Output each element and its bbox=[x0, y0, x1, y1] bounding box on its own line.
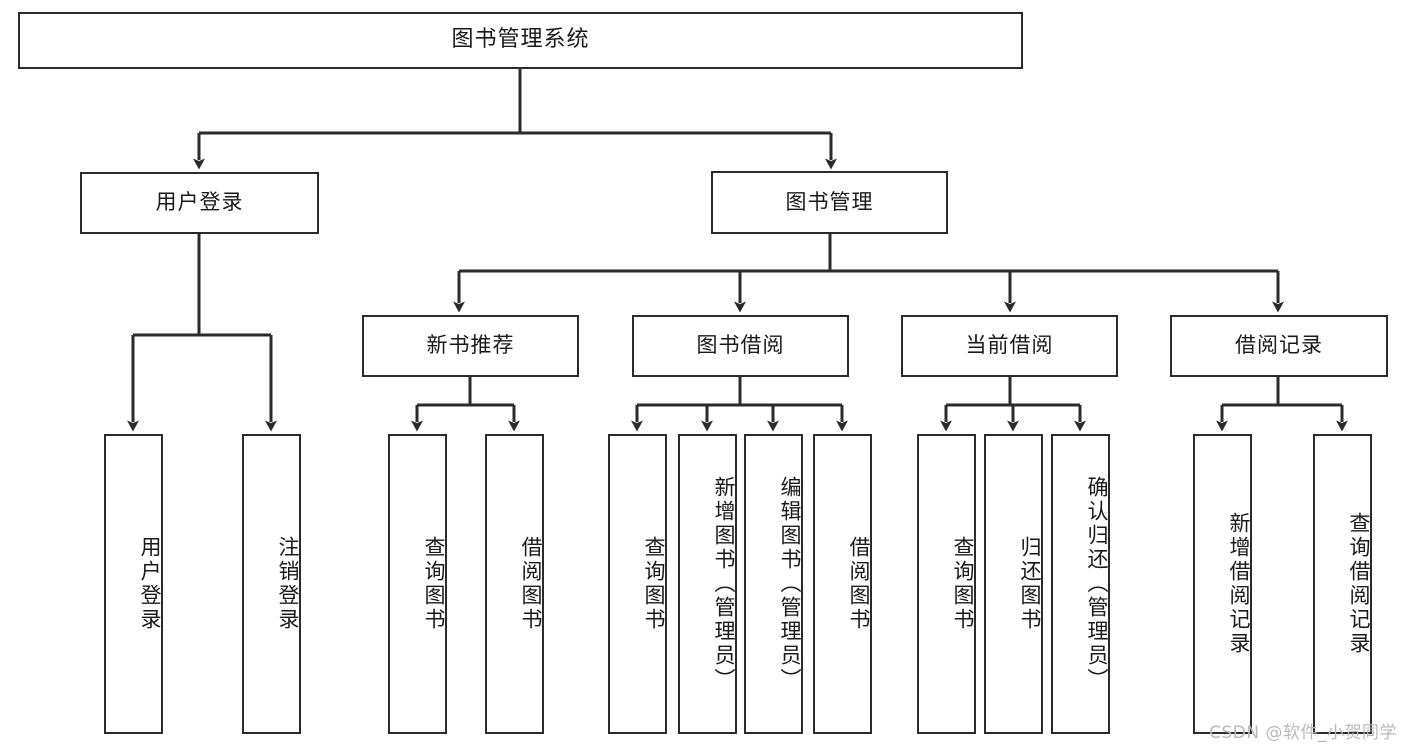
node-root[interactable]: 图书管理系统 bbox=[18, 12, 1023, 69]
node-leaf-borrow-book-label: 借阅图书 bbox=[847, 536, 871, 632]
node-new-book-recommend[interactable]: 新书推荐 bbox=[362, 315, 579, 377]
node-leaf-add-borrow-record[interactable]: 新增借阅记录 bbox=[1193, 434, 1252, 734]
node-new-book-recommend-label: 新书推荐 bbox=[426, 333, 515, 358]
node-leaf-edit-book-label: 编辑图书（管理员） bbox=[778, 476, 802, 692]
node-leaf-user-login[interactable]: 用户登录 bbox=[104, 434, 163, 734]
node-book-borrow-label: 图书借阅 bbox=[696, 333, 785, 358]
node-leaf-query-borrow-record-label: 查询借阅记录 bbox=[1347, 512, 1371, 656]
csdn-watermark: CSDN @软件_小贺同学 bbox=[1209, 723, 1397, 743]
node-leaf-return-book-label: 归还图书 bbox=[1018, 536, 1042, 632]
node-user-login[interactable]: 用户登录 bbox=[80, 172, 319, 234]
node-leaf-query-book-borrow[interactable]: 查询图书 bbox=[608, 434, 667, 734]
node-borrow-record[interactable]: 借阅记录 bbox=[1170, 315, 1388, 377]
node-leaf-borrow-book-recommend[interactable]: 借阅图书 bbox=[485, 434, 544, 734]
node-leaf-add-book-label: 新增图书（管理员） bbox=[712, 476, 736, 692]
node-leaf-borrow-book[interactable]: 借阅图书 bbox=[813, 434, 872, 734]
node-leaf-query-borrow-record[interactable]: 查询借阅记录 bbox=[1313, 434, 1372, 734]
node-leaf-add-book[interactable]: 新增图书（管理员） bbox=[678, 434, 737, 734]
node-leaf-query-book-recommend-label: 查询图书 bbox=[422, 536, 446, 632]
node-book-manage-label: 图书管理 bbox=[785, 189, 874, 214]
node-leaf-return-book[interactable]: 归还图书 bbox=[984, 434, 1043, 734]
node-current-borrow[interactable]: 当前借阅 bbox=[901, 315, 1118, 377]
node-leaf-query-book-current[interactable]: 查询图书 bbox=[917, 434, 976, 734]
node-leaf-query-book-recommend[interactable]: 查询图书 bbox=[388, 434, 447, 734]
node-leaf-user-login-label: 用户登录 bbox=[138, 536, 162, 632]
node-leaf-logout-label: 注销登录 bbox=[276, 536, 300, 632]
node-leaf-confirm-return[interactable]: 确认归还（管理员） bbox=[1051, 434, 1110, 734]
node-leaf-add-borrow-record-label: 新增借阅记录 bbox=[1227, 512, 1251, 656]
node-leaf-query-book-borrow-label: 查询图书 bbox=[642, 536, 666, 632]
node-book-manage[interactable]: 图书管理 bbox=[711, 171, 948, 234]
node-leaf-edit-book[interactable]: 编辑图书（管理员） bbox=[744, 434, 803, 734]
node-user-login-label: 用户登录 bbox=[155, 190, 244, 215]
node-current-borrow-label: 当前借阅 bbox=[965, 333, 1054, 358]
node-borrow-record-label: 借阅记录 bbox=[1235, 333, 1323, 358]
node-leaf-query-book-current-label: 查询图书 bbox=[951, 536, 975, 632]
node-book-borrow[interactable]: 图书借阅 bbox=[632, 315, 849, 377]
node-leaf-borrow-book-recommend-label: 借阅图书 bbox=[519, 536, 543, 632]
node-root-label: 图书管理系统 bbox=[451, 27, 590, 53]
node-leaf-logout[interactable]: 注销登录 bbox=[242, 434, 301, 734]
node-leaf-confirm-return-label: 确认归还（管理员） bbox=[1085, 476, 1109, 692]
